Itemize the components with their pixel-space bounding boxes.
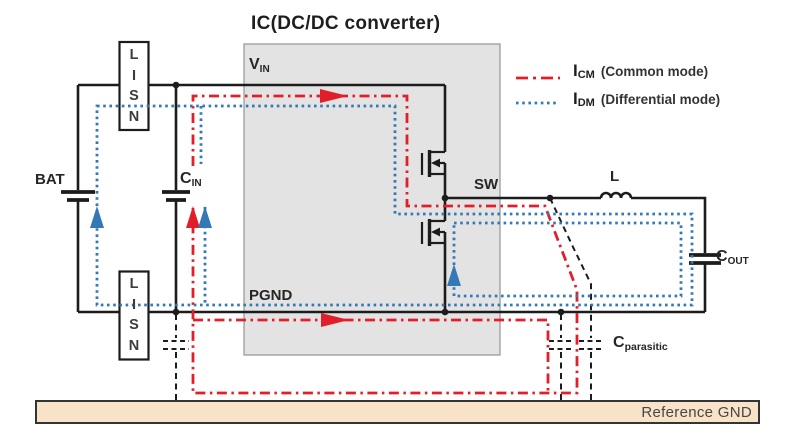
cm-arrow-up-cin: [186, 206, 200, 228]
lisn-top-block: L I S N: [128, 47, 140, 125]
pgnd-label: PGND: [249, 287, 293, 304]
black-wires: [61, 83, 721, 314]
dm-arrow-up-cin: [198, 206, 212, 228]
dm-arrow-up-bat: [90, 206, 104, 228]
lisn-bottom-block: L I S N: [128, 276, 140, 354]
mosfet-high-side-icon: [420, 150, 447, 198]
mosfet-low-side-icon: [420, 198, 447, 312]
ic-block: [243, 43, 501, 356]
legend-cm-desc: (Common mode): [600, 64, 709, 79]
cm-current-arrows: [186, 89, 349, 327]
cm-arrow-right-pgnd: [321, 313, 349, 327]
bat-label: BAT: [35, 171, 65, 188]
reference-gnd-bar: [35, 400, 760, 424]
reference-gnd-label: Reference GND: [641, 404, 752, 421]
lisn-bottom-box: [118, 270, 150, 361]
sw-label: SW: [474, 176, 499, 193]
parasitic-capacitor-lines: [163, 197, 603, 401]
cm-current-path: [191, 76, 579, 395]
cparasitic-label: Cparasitic: [613, 334, 668, 353]
legend-cm-symbol: I: [573, 61, 578, 80]
dm-arrow-up-lowside: [447, 264, 461, 286]
ic-title: IC(DC/DC converter): [251, 13, 441, 34]
junction-dots: [172, 81, 565, 316]
legend-dm-symbol: I: [573, 89, 578, 108]
cin-label: CIN: [180, 170, 202, 189]
dm-current-path: [95, 101, 694, 307]
cm-arrow-right-top: [320, 89, 348, 103]
vin-label: VIN: [249, 56, 270, 75]
dm-current-arrows: [90, 206, 461, 286]
inductor-coil-icon: [599, 191, 633, 199]
inductor-label: L: [610, 168, 620, 185]
lisn-top-box: [118, 40, 150, 132]
legend-dm-desc: (Differential mode): [600, 92, 721, 107]
cout-label: COUT: [716, 248, 749, 267]
